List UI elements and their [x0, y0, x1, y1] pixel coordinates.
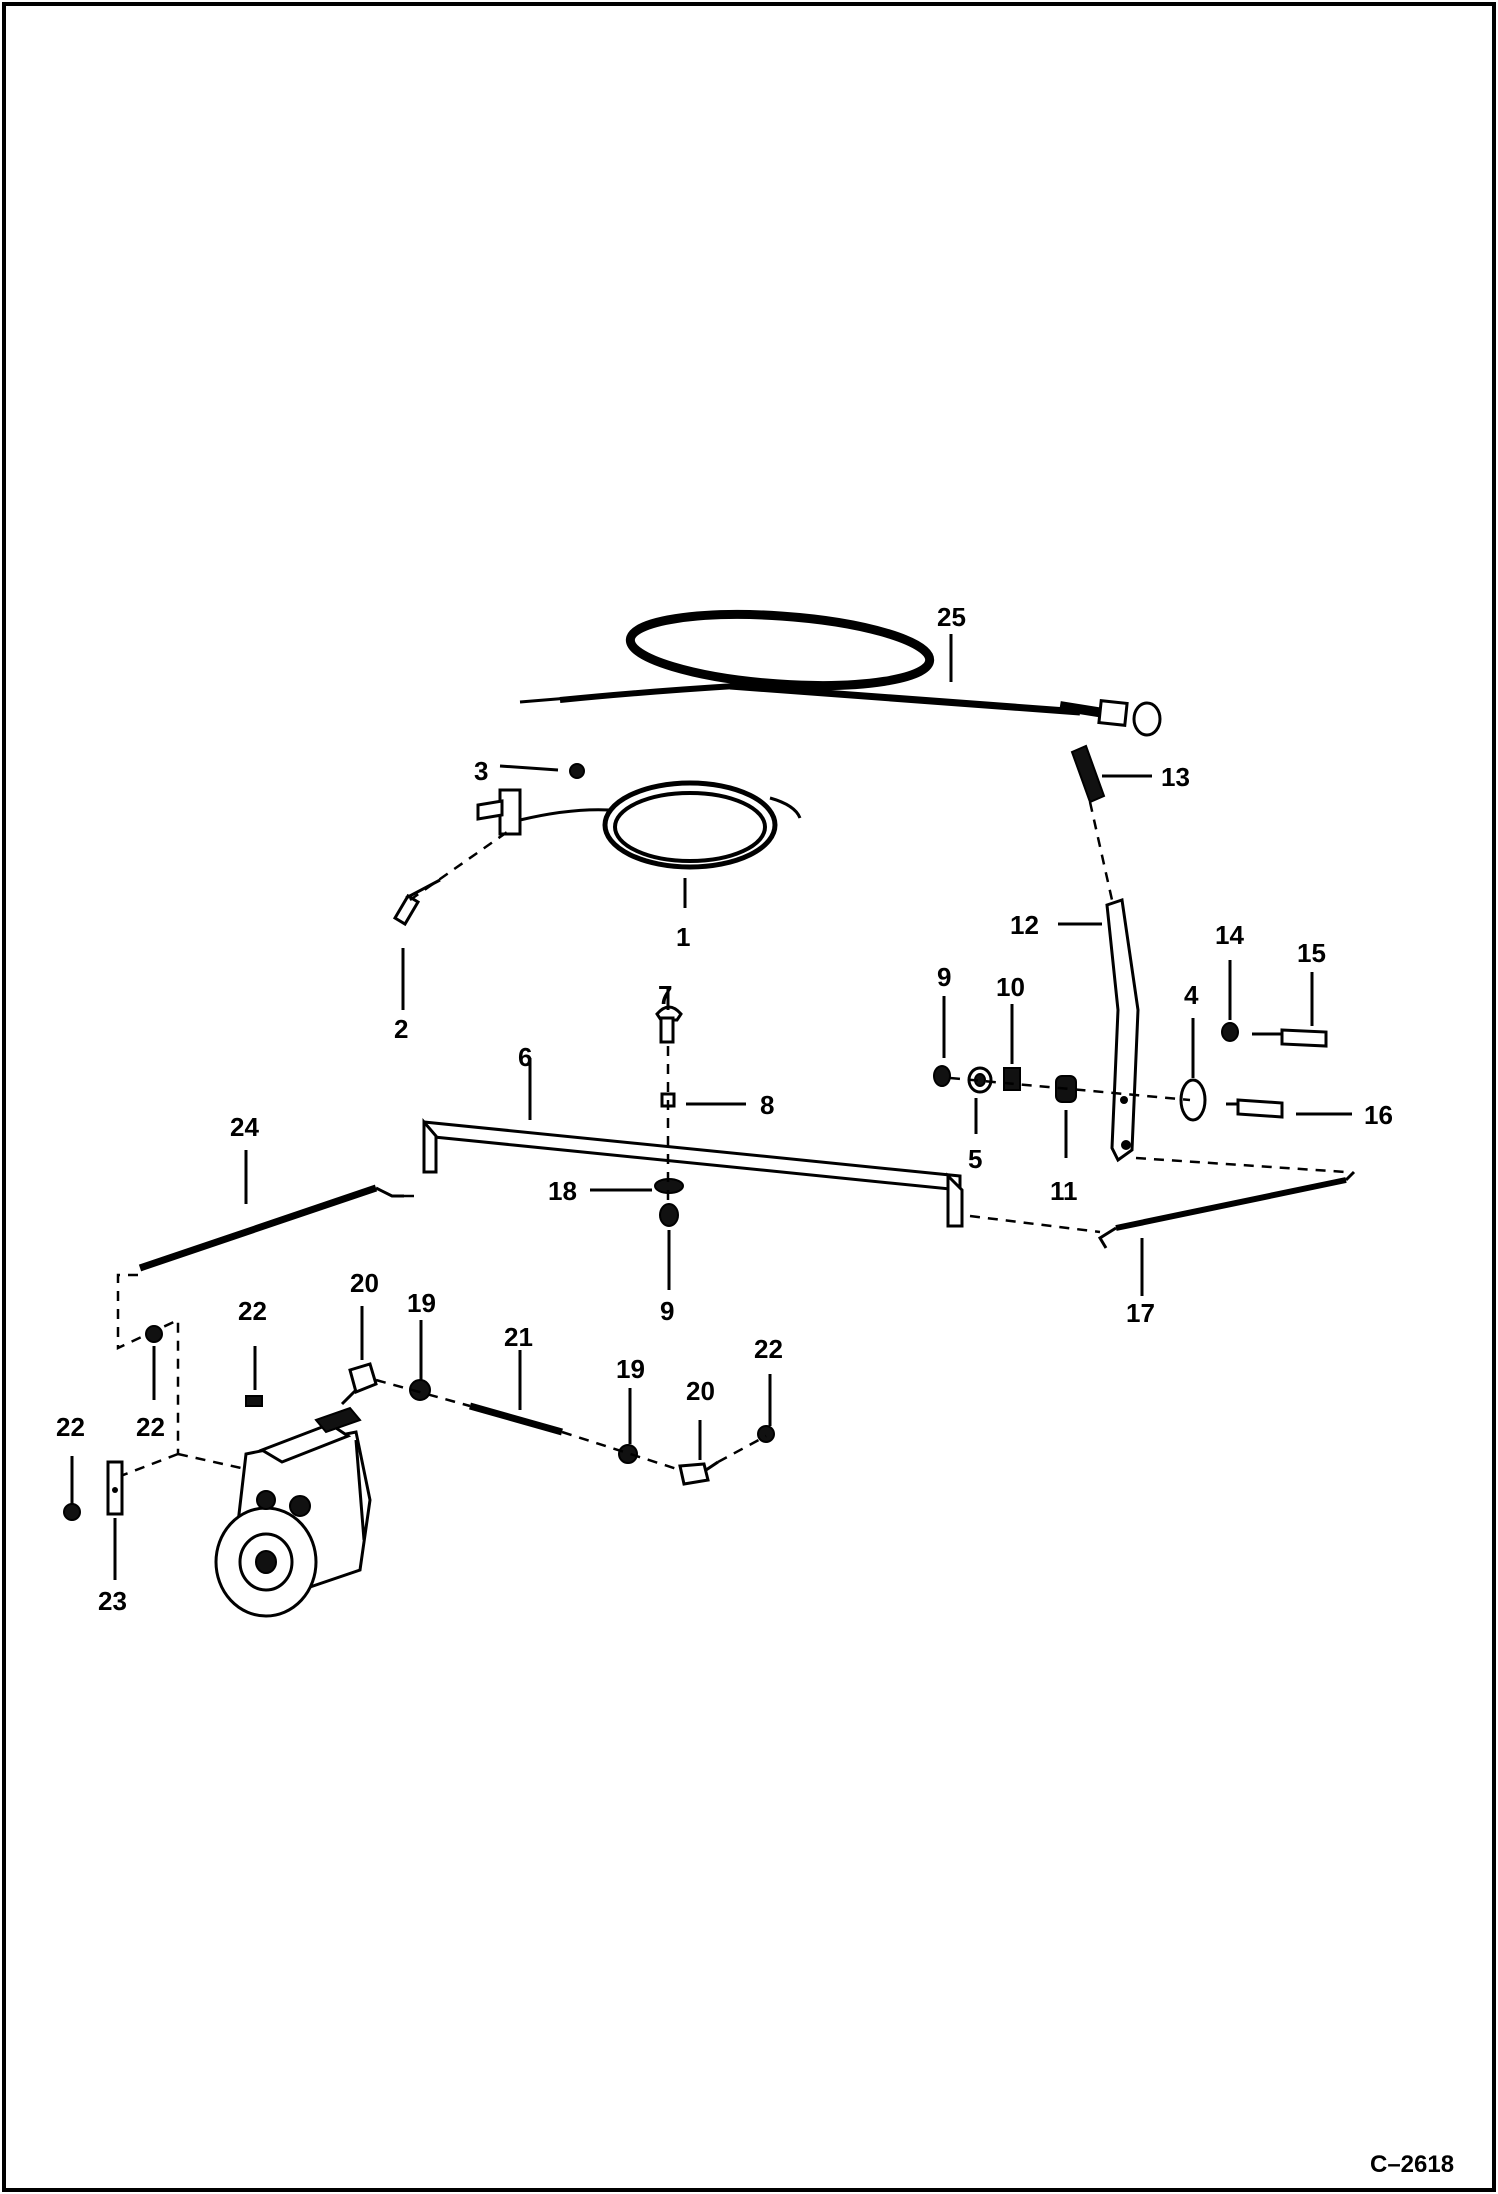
callout-1: 1 [676, 922, 690, 952]
part-17-rod [1097, 1170, 1356, 1249]
callout-9-upper: 9 [937, 962, 951, 992]
callout-19-right: 19 [616, 1354, 645, 1384]
callout-22-inner: 22 [136, 1412, 165, 1442]
callout-22-left: 22 [56, 1412, 85, 1442]
callout-22-mid: 22 [238, 1296, 267, 1326]
callout-6: 6 [518, 1042, 532, 1072]
compressor-assembly [214, 1406, 372, 1618]
callout-24: 24 [230, 1112, 259, 1142]
part-20-socket-right [678, 1460, 719, 1486]
pivot-hardware [933, 1022, 1328, 1122]
callout-21: 21 [504, 1322, 533, 1352]
callout-13: 13 [1161, 762, 1190, 792]
callout-15: 15 [1297, 938, 1326, 968]
callout-11: 11 [1050, 1176, 1078, 1206]
part-13-grip [1070, 744, 1106, 804]
callout-18: 18 [548, 1176, 577, 1206]
part-25-cable [519, 610, 1162, 737]
part-19-right [618, 1444, 638, 1464]
part-6-bar [422, 1117, 964, 1228]
callout-5: 5 [968, 1144, 982, 1174]
part-2-bolt [392, 878, 441, 927]
callout-20-left: 20 [350, 1268, 379, 1298]
callout-10: 10 [996, 972, 1025, 1002]
part-1-coil-cable [519, 780, 802, 870]
part-21-rod [469, 1402, 563, 1436]
callout-25: 25 [937, 602, 966, 632]
leader-lines [70, 634, 1352, 1580]
callout-3: 3 [474, 756, 488, 786]
drawing-code: C–2618 [1370, 2151, 1454, 2178]
part-24-rod [138, 1184, 404, 1272]
callout-9-lower: 9 [660, 1296, 674, 1326]
callout-7: 7 [658, 980, 672, 1010]
part-23-stud [106, 1460, 124, 1516]
part-20-socket-left [340, 1362, 378, 1406]
callout-4: 4 [1184, 980, 1199, 1010]
callout-14: 14 [1215, 920, 1244, 950]
part-12-lever [1105, 898, 1140, 1163]
part-22-nut-mid [245, 1395, 263, 1407]
callout-2: 2 [394, 1014, 408, 1044]
part-22-nut-right [757, 1425, 775, 1443]
callout-17: 17 [1126, 1298, 1155, 1328]
callout-16: 16 [1364, 1100, 1393, 1130]
part-22-nut-upper [145, 1325, 163, 1343]
callout-22-upper-right: 22 [754, 1334, 783, 1364]
center-stack [654, 1005, 684, 1227]
callout-8: 8 [760, 1090, 774, 1120]
callout-19-left: 19 [407, 1288, 436, 1318]
part-22-nut-left [63, 1503, 81, 1521]
callouts: 25 3 13 1 12 14 15 2 7 9 10 4 6 8 24 16 … [56, 602, 1454, 2178]
callout-12: 12 [1010, 910, 1039, 940]
part-3-bracket-clip [476, 763, 585, 836]
callout-20-right: 20 [686, 1376, 715, 1406]
callout-23: 23 [98, 1586, 127, 1616]
